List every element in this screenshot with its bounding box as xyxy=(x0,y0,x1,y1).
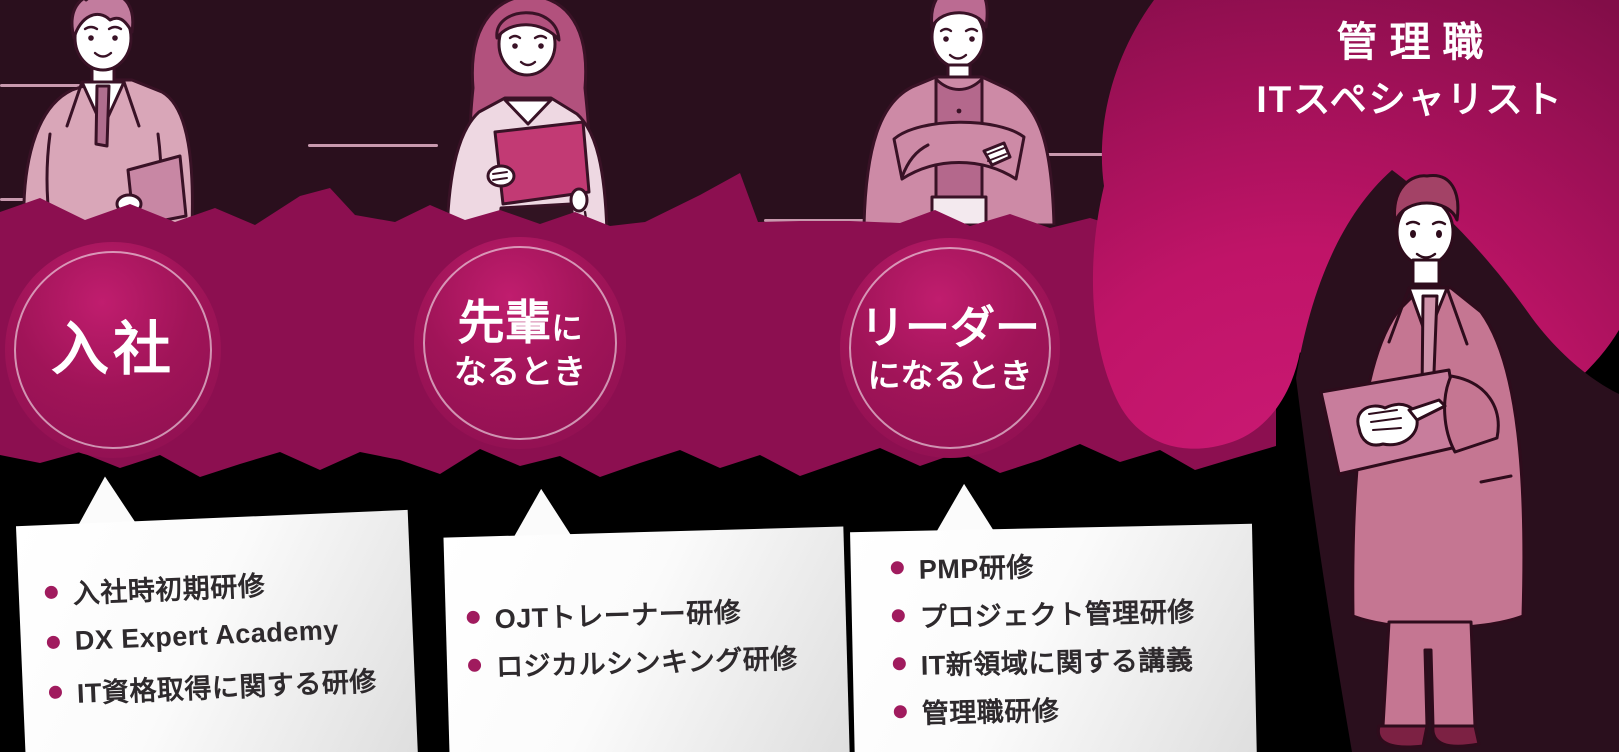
training-panel: 入社時初期研修 DX Expert Academy IT資格取得に関する研修 xyxy=(15,509,418,752)
training-list: OJTトレーナー研修 ロジカルシンキング研修 xyxy=(443,526,847,689)
figure-team-leader-illustration xyxy=(862,0,1056,225)
figure-senior-employee-illustration xyxy=(445,0,609,233)
decorative-line xyxy=(1004,153,1108,156)
goal-title-line1: 管理職 xyxy=(1336,19,1496,65)
goal-title-line2: ITスペシャリスト xyxy=(1256,79,1564,120)
list-item: ロジカルシンキング研修 xyxy=(467,631,837,689)
training-box-joining: 入社時初期研修 DX Expert Academy IT資格取得に関する研修 xyxy=(14,464,418,752)
stage-label: リーダー xyxy=(859,301,1040,353)
training-box-leader: PMP研修 プロジェクト管理研修 IT新領域に関する講義 管理職研修 xyxy=(849,478,1257,752)
figure-manager-illustration xyxy=(1319,174,1526,749)
pointer-up-icon xyxy=(935,483,994,532)
training-box-senior: OJTトレーナー研修 ロジカルシンキング研修 xyxy=(442,480,850,752)
bullet-icon xyxy=(893,704,907,718)
stage-circle-leader: リーダー になるとき xyxy=(840,238,1060,458)
bullet-icon xyxy=(891,608,905,622)
training-list: PMP研修 プロジェクト管理研修 IT新領域に関する講義 管理職研修 xyxy=(850,524,1256,736)
bullet-icon xyxy=(48,685,63,699)
training-panel: PMP研修 プロジェクト管理研修 IT新領域に関する講義 管理職研修 xyxy=(850,523,1257,752)
bullet-icon xyxy=(466,610,480,624)
decorative-line xyxy=(1014,229,1110,232)
pointer-up-icon xyxy=(76,475,136,525)
stage-label-sub: になるとき xyxy=(867,356,1033,394)
training-list: 入社時初期研修 DX Expert Academy IT資格取得に関する研修 xyxy=(16,510,416,718)
training-panel: OJTトレーナー研修 ロジカルシンキング研修 xyxy=(443,526,850,752)
goal-title: 管理職 ITスペシャリスト xyxy=(1225,19,1595,120)
list-item: PMP研修 xyxy=(890,536,1243,591)
stage-circle-senior: 先輩に なるとき xyxy=(414,237,626,449)
figure-new-employee-illustration xyxy=(22,0,194,228)
bullet-icon xyxy=(892,656,906,670)
stage-circle-joining: 入社 xyxy=(5,242,221,458)
list-item: IT新領域に関する講義 xyxy=(892,632,1245,687)
bullet-icon xyxy=(44,585,59,599)
bullet-icon xyxy=(467,658,482,672)
pointer-up-icon xyxy=(512,488,571,538)
list-item: プロジェクト管理研修 xyxy=(891,584,1244,639)
decorative-line xyxy=(0,84,98,87)
stage-label: 先輩 xyxy=(457,295,552,349)
bullet-icon xyxy=(46,635,61,649)
list-item: 管理職研修 xyxy=(893,680,1246,735)
decorative-line xyxy=(308,144,438,147)
stage-label-sub: なるとき xyxy=(454,352,586,390)
bullet-icon xyxy=(890,560,904,574)
stage-label: 入社 xyxy=(50,317,175,382)
